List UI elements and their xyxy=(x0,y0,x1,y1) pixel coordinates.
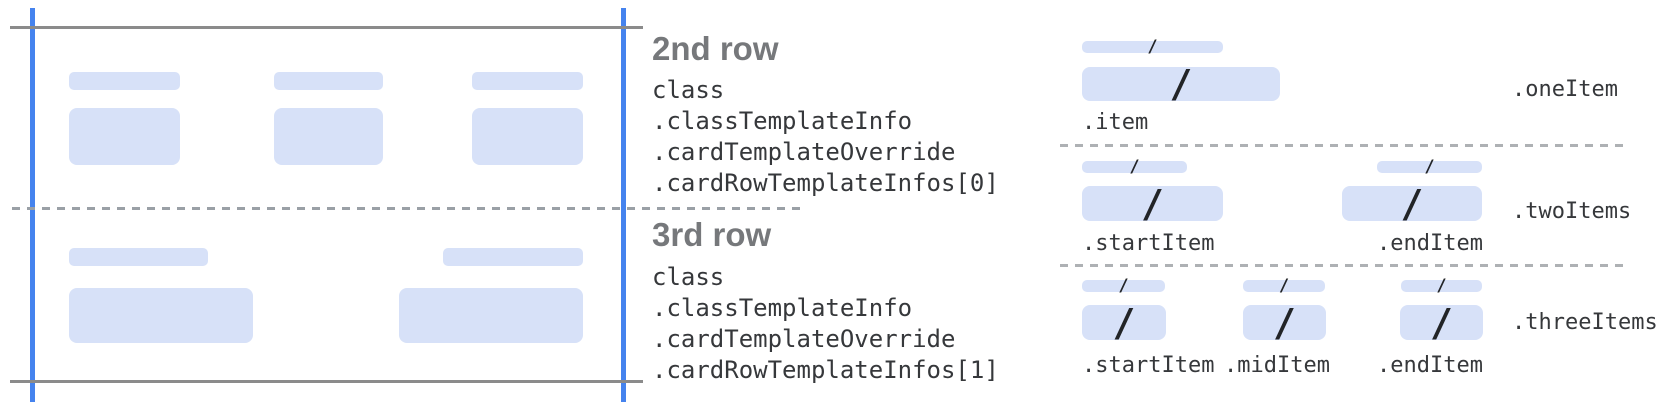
two-items-end-label-bar: / xyxy=(1377,156,1482,177)
two-items-end-field-label: .endItem xyxy=(1377,231,1483,256)
one-item-template-name: .oneItem xyxy=(1512,77,1618,102)
row3-col1-value-bar xyxy=(69,288,253,343)
card-right-edge-line xyxy=(621,8,626,402)
row3-code-line: .classTemplateInfo xyxy=(652,294,913,322)
variant-divider-dashed-line xyxy=(1060,144,1630,147)
slash-placeholder-icon: / xyxy=(1424,156,1435,177)
row3-code-line: .cardTemplateOverride xyxy=(652,325,956,353)
one-item-value-bar: / xyxy=(1082,62,1280,106)
slash-placeholder-icon: / xyxy=(1118,275,1129,296)
slash-placeholder-icon: / xyxy=(1430,300,1453,345)
one-item-label-bar: / xyxy=(1082,36,1223,57)
row3-col1-label-bar xyxy=(69,248,208,266)
slash-placeholder-icon: / xyxy=(1400,181,1424,226)
two-items-start-label-bar: / xyxy=(1082,156,1187,177)
slash-placeholder-icon: / xyxy=(1278,275,1290,296)
two-items-end-value-bar: / xyxy=(1342,181,1482,226)
slash-placeholder-icon: / xyxy=(1147,36,1158,57)
two-items-start-value-bar: / xyxy=(1082,181,1223,226)
row3-col2-label-bar xyxy=(443,248,583,266)
row2-col2-label-bar xyxy=(274,72,383,90)
row3-heading: 3rd row xyxy=(652,216,772,253)
row2-col3-value-bar xyxy=(472,108,583,165)
three-items-end-field-label: .endItem xyxy=(1377,353,1483,378)
three-items-start-field-label: .startItem xyxy=(1082,353,1215,378)
slash-placeholder-icon: / xyxy=(1129,156,1140,177)
row2-code-line: .cardRowTemplateInfos[0] xyxy=(652,169,999,197)
three-items-end-label-bar: / xyxy=(1401,275,1482,296)
row3-col2-value-bar xyxy=(399,288,583,343)
three-items-start-label-bar: / xyxy=(1082,275,1165,296)
three-items-end-value-bar: / xyxy=(1400,300,1483,345)
three-items-template-name: .threeItems xyxy=(1512,310,1658,335)
row2-col2-value-bar xyxy=(274,108,383,165)
two-items-template-name: .twoItems xyxy=(1512,199,1632,224)
row2-col3-label-bar xyxy=(472,72,583,90)
card-row-divider-dashed-line xyxy=(12,207,800,210)
slash-placeholder-icon: / xyxy=(1436,275,1447,296)
card-left-edge-line xyxy=(30,8,35,402)
row3-code-line: class xyxy=(652,263,725,291)
slash-placeholder-icon: / xyxy=(1141,181,1164,226)
three-items-mid-value-bar: / xyxy=(1243,300,1326,345)
two-items-start-field-label: .startItem xyxy=(1082,231,1215,256)
variant-divider-dashed-line xyxy=(1060,264,1630,267)
row2-heading: 2nd row xyxy=(652,30,779,67)
card-top-edge-line xyxy=(10,26,643,29)
row2-code-line: class xyxy=(652,76,725,104)
three-items-mid-field-label: .midItem xyxy=(1224,353,1330,378)
one-item-field-label: .item xyxy=(1082,110,1149,135)
slash-placeholder-icon: / xyxy=(1273,300,1296,345)
three-items-mid-label-bar: / xyxy=(1243,275,1325,296)
card-bottom-edge-line xyxy=(10,380,643,383)
three-items-start-value-bar: / xyxy=(1082,300,1166,345)
row2-col1-label-bar xyxy=(69,72,180,90)
slash-placeholder-icon: / xyxy=(1169,62,1193,106)
slash-placeholder-icon: / xyxy=(1112,300,1136,345)
row2-code-line: .cardTemplateOverride xyxy=(652,138,956,166)
row2-col1-value-bar xyxy=(69,108,180,165)
row3-code-line: .cardRowTemplateInfos[1] xyxy=(652,356,999,384)
row2-code-line: .classTemplateInfo xyxy=(652,107,913,135)
